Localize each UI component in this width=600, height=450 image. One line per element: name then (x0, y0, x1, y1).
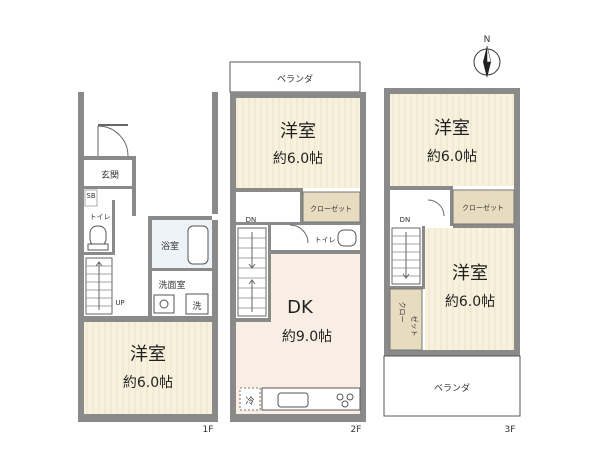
dk-room (271, 254, 360, 414)
sink-icon (153, 294, 175, 314)
toilet-icon-2f (337, 229, 357, 247)
genkan-label: 玄関 (101, 169, 119, 181)
room-1f (84, 322, 212, 414)
balcony-label-2f: ベランダ (277, 73, 313, 85)
washer-icon (185, 293, 209, 315)
room-size-2f: 約6.0帖 (273, 151, 323, 167)
dk-name: DK (287, 297, 314, 318)
room-3f-south (425, 228, 514, 350)
washer-label: 洗 (192, 300, 201, 312)
closet-2f (302, 191, 361, 223)
dn-label-2f: DN (246, 216, 257, 224)
balcony-3f (383, 355, 521, 417)
room-name-2f: 洋室 (280, 121, 316, 142)
balcony-label-3f: ベランダ (434, 382, 470, 394)
north-arrow-icon: N (473, 35, 501, 78)
floor-label-1f: 1F (203, 425, 214, 435)
north-label: N (484, 35, 491, 45)
room-3f-north (390, 94, 514, 186)
floor-1: 玄関 SB トイレ 浴室 洗面室 洗 UP 洋室 (78, 92, 218, 435)
washroom-label: 洗面室 (158, 279, 185, 291)
bath-label: 浴室 (161, 240, 179, 252)
stove-icon (336, 393, 344, 401)
up-label-1f: UP (115, 299, 124, 307)
closet-3f (452, 189, 515, 225)
fridge-label: 冷 (245, 395, 254, 407)
closet-vertical-3f (389, 288, 423, 351)
room-size-1f: 約6.0帖 (123, 375, 173, 391)
closet-v1-label: クロー (398, 302, 406, 323)
toilet-label-1f: トイレ (90, 213, 111, 221)
kitchen-sink-icon (277, 392, 309, 408)
dk-size: 約9.0帖 (282, 329, 332, 345)
room-name-1f: 洋室 (130, 344, 166, 365)
stairs-1f (85, 257, 113, 315)
room-2f (236, 98, 360, 188)
floor-label-3f: 3F (505, 425, 516, 435)
room1-size-3f: 約6.0帖 (427, 149, 477, 165)
toilet-icon (89, 225, 107, 247)
closet-v2-label: ゼット (410, 316, 419, 337)
closet-label-2f: クローゼット (310, 204, 352, 213)
closet-label-3f: クローゼット (462, 203, 504, 212)
room1-name-3f: 洋室 (434, 118, 470, 139)
floor-2: ベランダ 洋室 約6.0帖 クローゼット (229, 61, 366, 435)
room2-name-3f: 洋室 (452, 263, 488, 284)
bathtub-icon (187, 225, 209, 265)
shoebox-label: SB (86, 192, 95, 200)
stairs-2f (237, 227, 267, 317)
stairs-3f (391, 227, 421, 285)
floor-3: 洋室 約6.0帖 クローゼット DN 洋室 約6.0帖 クロー ゼット ベランダ… (383, 88, 521, 435)
floor-label-2f: 2F (351, 425, 362, 435)
toilet-label-2f: トイレ (315, 236, 336, 244)
fridge-icon (239, 387, 261, 411)
room2-size-3f: 約6.0帖 (445, 294, 495, 310)
dn-label-3f: DN (400, 216, 411, 224)
